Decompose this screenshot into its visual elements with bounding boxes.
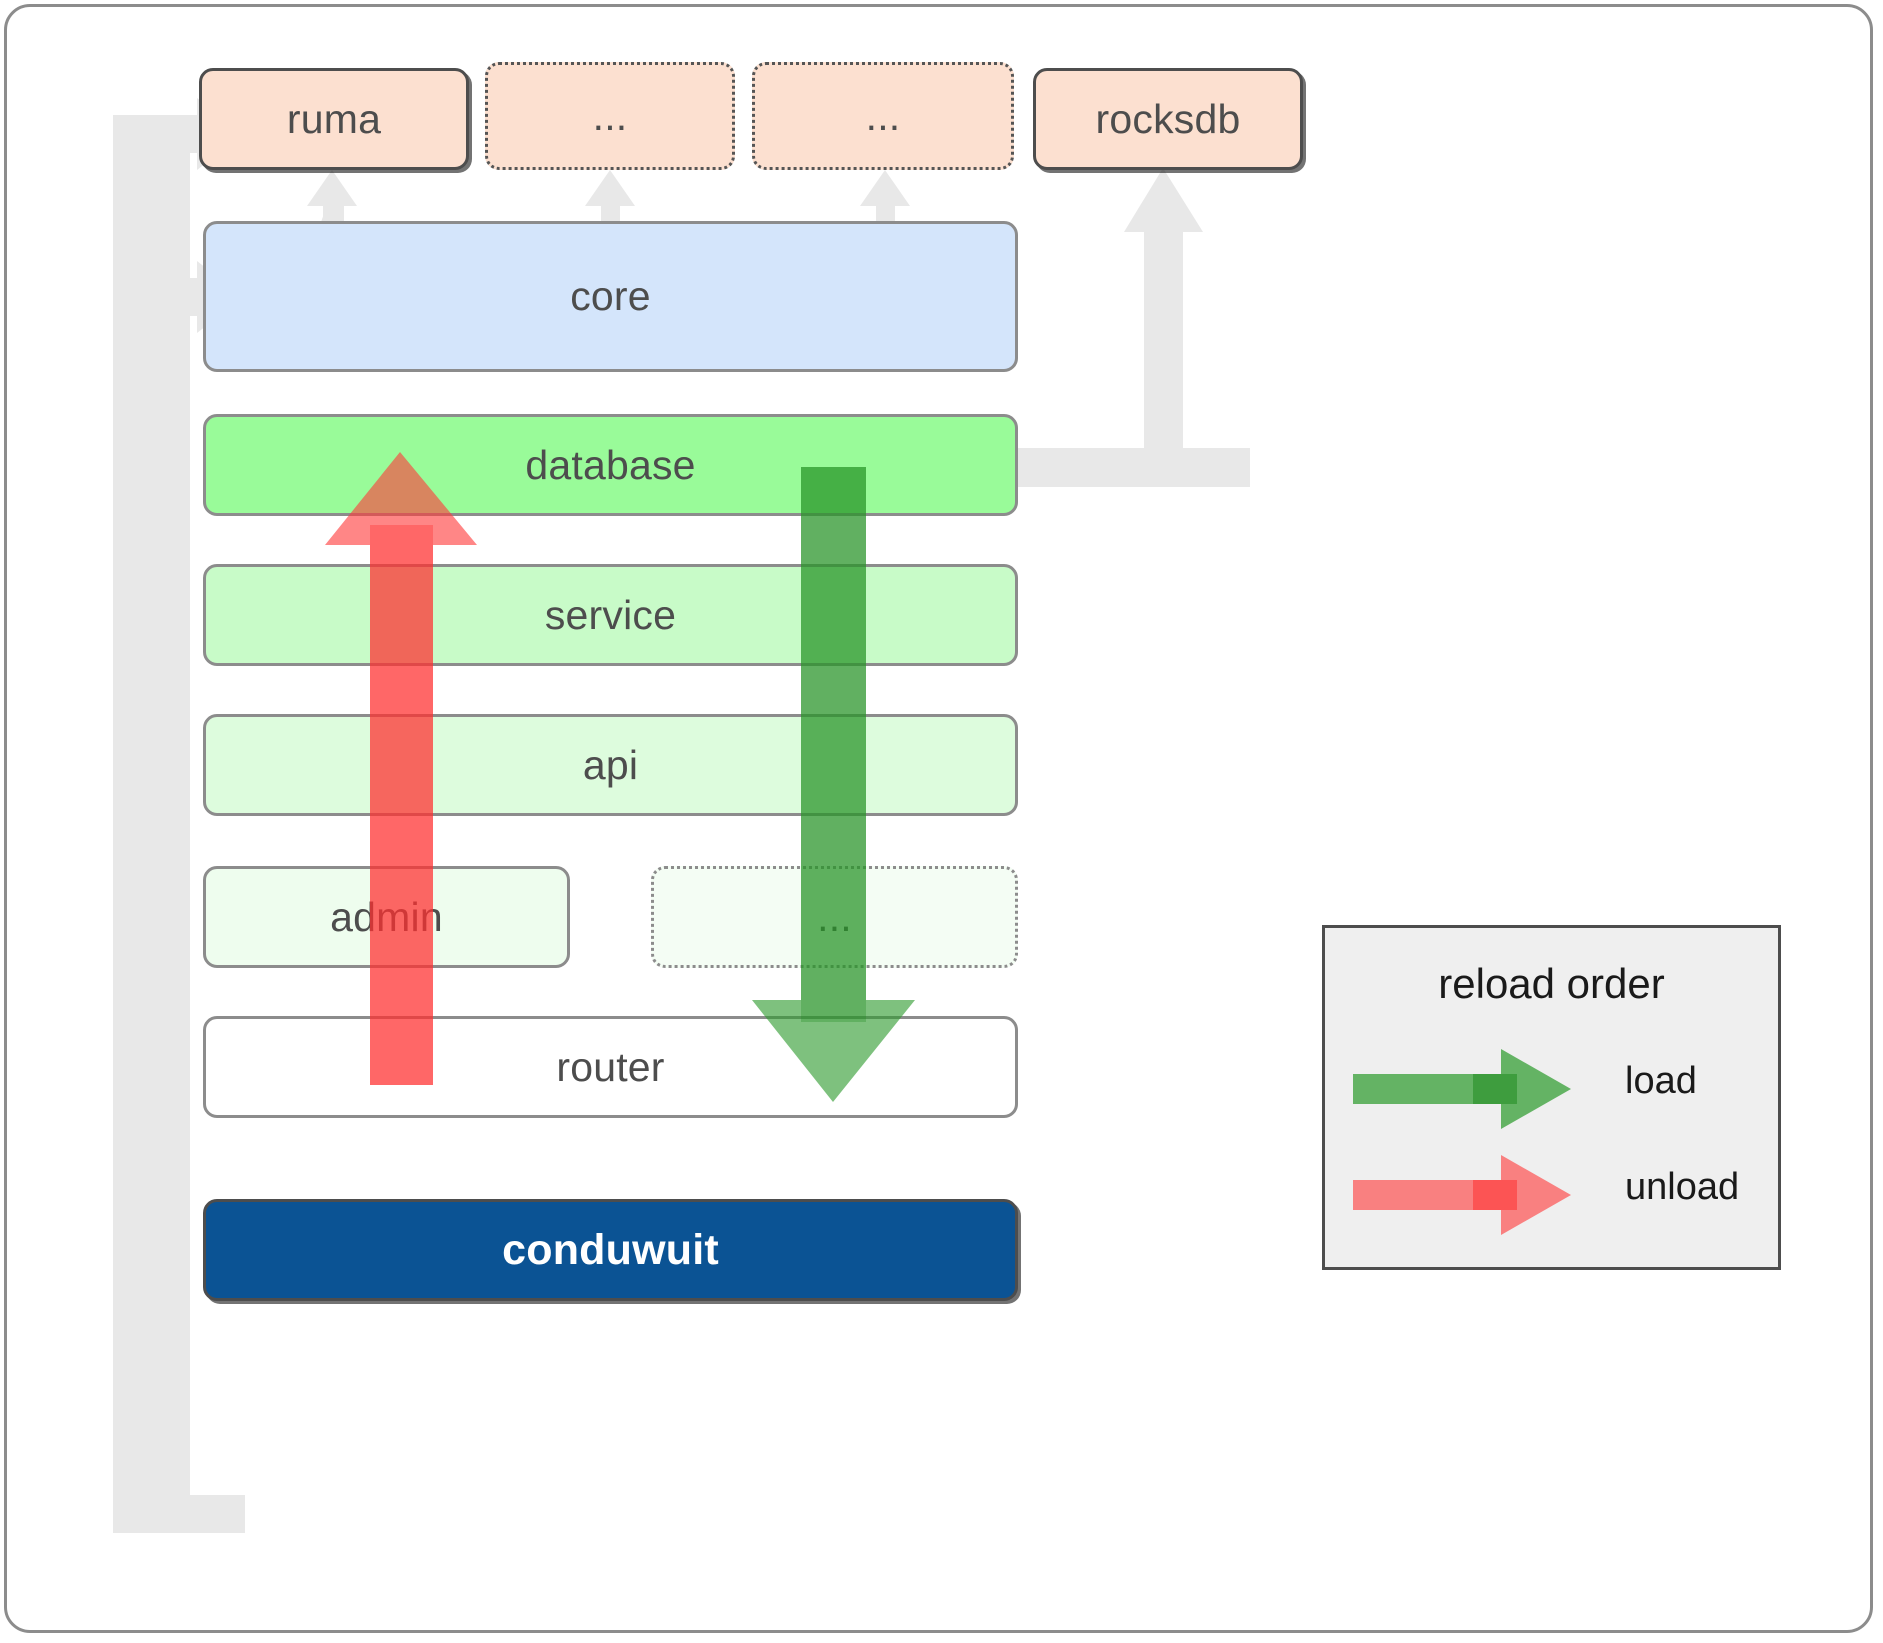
node-ruma[interactable]: ruma: [199, 68, 469, 170]
node-admin-label: admin: [330, 893, 443, 940]
node-admin[interactable]: admin: [203, 866, 570, 968]
node-database[interactable]: database: [203, 414, 1018, 516]
node-ext-b[interactable]: ...: [752, 62, 1014, 170]
node-rocksdb-label: rocksdb: [1095, 95, 1241, 142]
legend-panel: reload order load unload: [1322, 925, 1781, 1270]
legend-load-arrow-icon: [1353, 1049, 1571, 1129]
node-core[interactable]: core: [203, 221, 1018, 372]
node-dots-lower-label: ...: [817, 893, 852, 940]
legend-unload-arrow-icon: [1353, 1155, 1571, 1235]
node-api[interactable]: api: [203, 714, 1018, 816]
node-router-label: router: [556, 1043, 665, 1090]
node-ext-b-label: ...: [865, 92, 901, 139]
node-api-label: api: [582, 741, 639, 788]
legend-title: reload order: [1438, 960, 1665, 1007]
node-service[interactable]: service: [203, 564, 1018, 666]
node-conduwuit-label: conduwuit: [502, 1225, 719, 1274]
node-conduwuit[interactable]: conduwuit: [203, 1199, 1018, 1301]
node-ext-a[interactable]: ...: [485, 62, 735, 170]
node-router[interactable]: router: [203, 1016, 1018, 1118]
node-core-label: core: [570, 273, 651, 319]
node-ext-a-label: ...: [592, 92, 628, 139]
node-ruma-label: ruma: [286, 95, 382, 142]
node-service-label: service: [544, 591, 677, 638]
node-dots-lower[interactable]: ...: [651, 866, 1018, 968]
node-rocksdb[interactable]: rocksdb: [1033, 68, 1303, 170]
node-database-label: database: [525, 441, 696, 488]
legend-unload-label: unload: [1625, 1166, 1740, 1208]
legend-load-label: load: [1625, 1060, 1697, 1102]
